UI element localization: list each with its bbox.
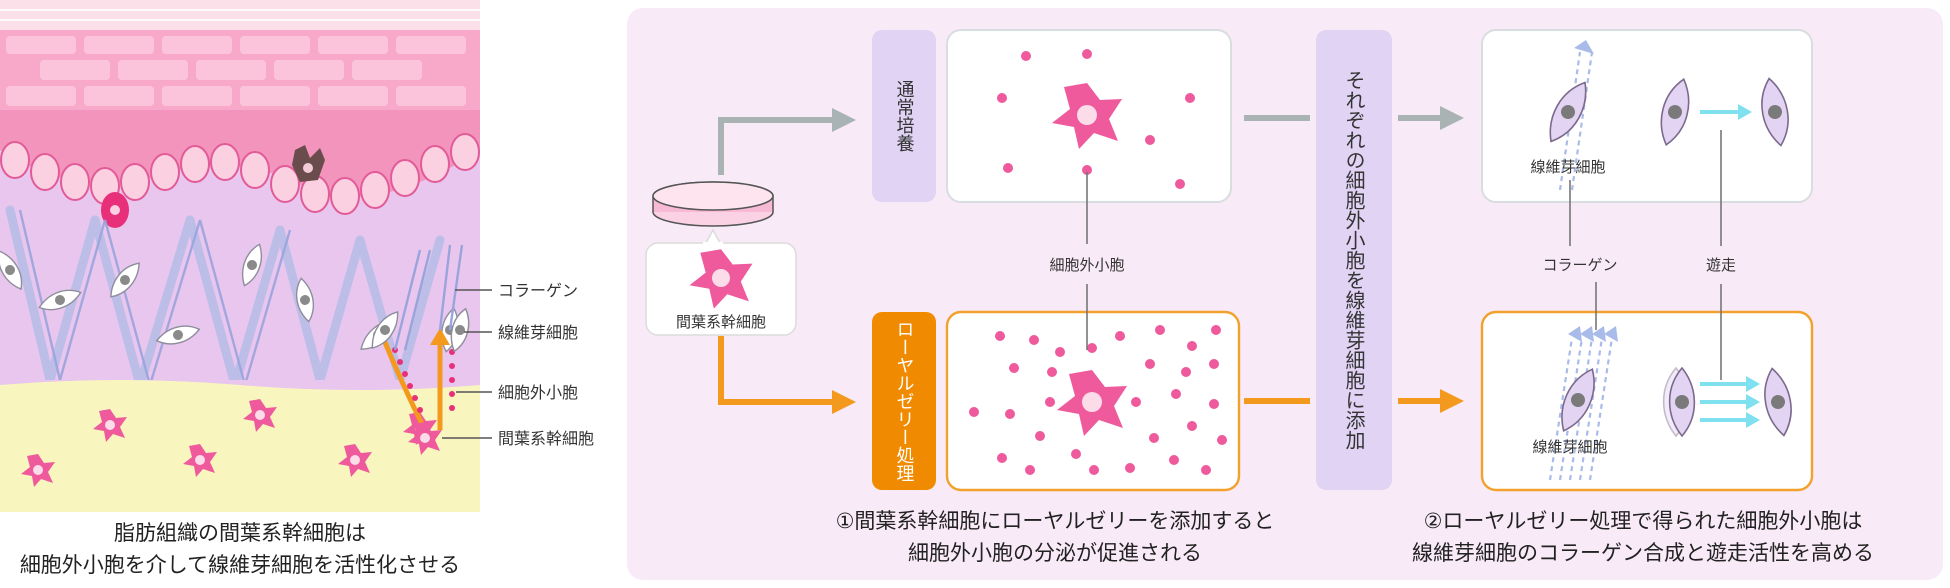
left-caption-line1: 脂肪組織の間葉系幹細胞は [114,521,366,545]
label-ev-left: 細胞外小胞 [498,383,578,402]
label-fibroblast-left: 線維芽細胞 [498,323,578,342]
normal-culture-tag [872,30,936,202]
add-to-fibroblast-label: それぞれの細胞外小胞を線維芽細胞に添加 [1342,70,1366,450]
dish-callout [645,228,797,336]
caption1-line1: ①間葉系幹細胞にローヤルゼリーを添加すると [836,509,1275,533]
caption2-line1: ②ローヤルゼリー処理で得られた細胞外小胞は [1424,509,1863,533]
caption2-line2: 線維芽細胞のコラーゲン合成と遊走活性を高める [1412,541,1874,565]
petri-dish [652,181,774,227]
royal-jelly-msc [969,325,1227,475]
ev-label-middle: 細胞外小胞 [1049,256,1124,274]
caption1-line2: 細胞外小胞の分泌が促進される [908,541,1202,565]
royal-jelly-tag [872,312,936,490]
arrow-to-royal-jelly [718,336,836,405]
normal-culture-msc [997,49,1195,189]
fibroblast-label-top: 線維芽細胞 [1530,158,1605,176]
label-msc-left: 間葉系幹細胞 [498,429,594,448]
normal-culture-label: 通常培養 [894,80,915,152]
skin-illustration [0,0,492,512]
label-collagen-left: コラーゲン [498,281,578,300]
collagen-label-right: コラーゲン [1542,256,1617,274]
rj-result-fibroblast [1548,326,1797,481]
add-to-fibroblast-box [1316,30,1392,490]
left-caption-line2: 細胞外小胞を介して線維芽細胞を活性化させる [20,553,460,577]
migration-label: 遊走 [1706,256,1736,274]
rj-result-box [1480,310,1814,492]
royal-jelly-label: ローヤルゼリー処理 [894,320,915,482]
fibroblast-label-bottom: 線維芽細胞 [1532,438,1607,456]
arrow-to-normal [718,117,836,175]
normal-result-fibroblast [1539,40,1794,191]
dish-label: 間葉系幹細胞 [676,313,766,331]
activation-arrows [365,244,475,455]
